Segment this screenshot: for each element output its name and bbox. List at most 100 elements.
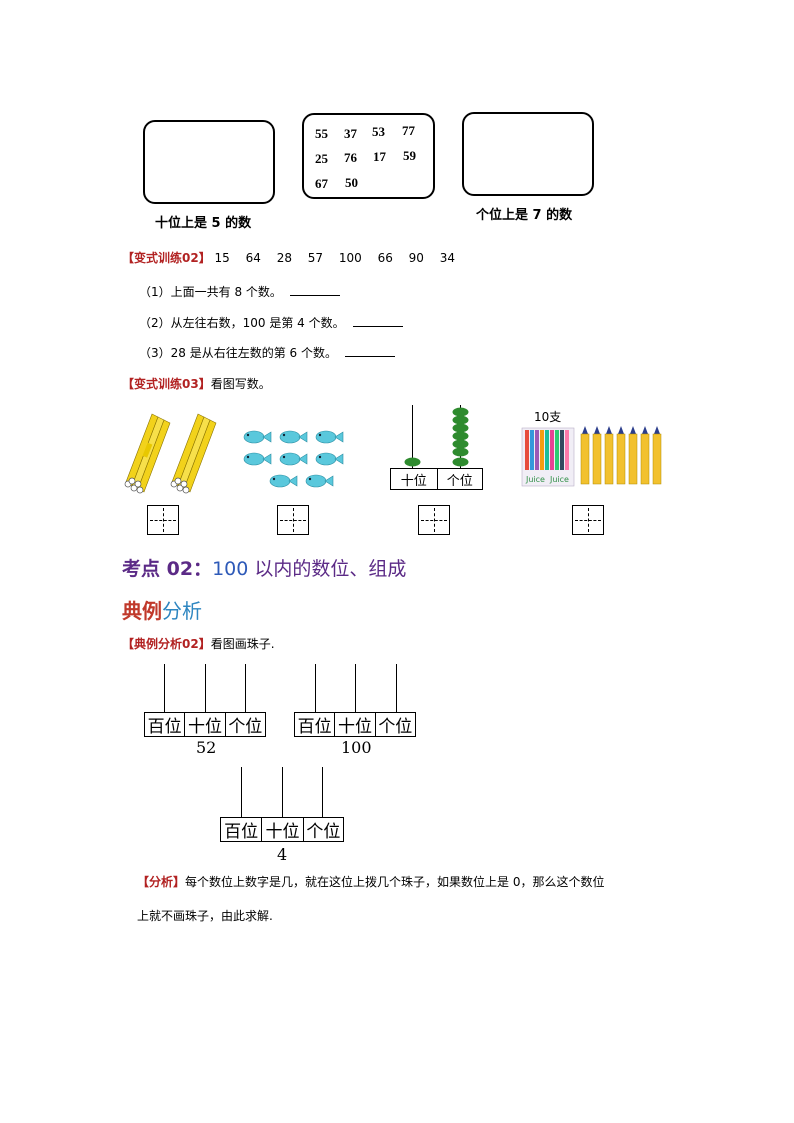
hundreds-label: 百位 xyxy=(221,818,263,842)
place-value-box: 百位 十位 个位 xyxy=(294,712,416,737)
example-heading-part1: 典例 xyxy=(122,599,162,623)
bead xyxy=(452,407,469,417)
answer-blank[interactable] xyxy=(344,346,395,357)
tens-label: 十位 xyxy=(185,713,226,737)
example-heading: 典例分析 xyxy=(122,595,202,624)
exercise02-q3: （3）28 是从右往左数的第 6 个数。 xyxy=(139,344,395,361)
tens-label: 十位 xyxy=(262,818,304,842)
place-value-box: 百位 十位 个位 xyxy=(144,712,266,737)
exercise03-label: 【变式训练03】 xyxy=(122,377,211,391)
answer-box[interactable] xyxy=(418,505,450,535)
abacus-value: 52 xyxy=(196,738,217,757)
pool-number: 50 xyxy=(345,175,358,190)
exercise02-line: 【变式训练02】 15 64 28 57 100 66 90 34 xyxy=(122,249,455,266)
exercise02-q2: （2）从左往右数，100 是第 4 个数。 xyxy=(139,314,403,331)
example02-prompt: 看图画珠子. xyxy=(210,637,275,651)
fish-icon xyxy=(279,430,308,444)
ones-seven-box xyxy=(462,112,594,196)
answer-box[interactable] xyxy=(147,505,179,535)
pool-number: 55 xyxy=(315,126,328,141)
abacus-rod xyxy=(396,664,397,712)
ones-label: 个位 xyxy=(228,717,263,737)
hundreds-label: 百位 xyxy=(145,713,186,737)
q3-text: （3）28 是从右往左数的第 6 个数。 xyxy=(139,346,337,360)
bead xyxy=(452,457,469,467)
section-title-number: 100 xyxy=(212,558,249,580)
analysis-line2: 上就不画珠子，由此求解. xyxy=(137,907,273,924)
bead xyxy=(452,431,469,441)
answer-box[interactable] xyxy=(277,505,309,535)
left-caption: 十位上是 5 的数 xyxy=(155,216,252,231)
abacus-rod xyxy=(412,405,413,468)
q2-text: （2）从左往右数，100 是第 4 个数。 xyxy=(139,316,345,330)
stick-bundles-picture xyxy=(124,413,217,494)
exercise03-line: 【变式训练03】看图写数。 xyxy=(122,375,271,392)
example-heading-part2: 分析 xyxy=(162,599,202,623)
section-title-rest: 以内的数位、组成 xyxy=(248,558,407,580)
number-pool-box xyxy=(302,113,435,199)
exercise02-q1: （1）上面一共有 8 个数。 xyxy=(139,283,340,300)
abacus-rod xyxy=(205,664,206,712)
stick-bundle xyxy=(124,413,171,494)
right-caption: 个位上是 7 的数 xyxy=(476,208,573,223)
abacus-rod xyxy=(164,664,165,712)
fish-icon xyxy=(305,474,334,488)
fish-icon xyxy=(243,452,272,466)
pencil-group: Juice Juice xyxy=(521,426,662,487)
exercise03-prompt: 看图写数。 xyxy=(210,377,271,391)
pool-number: 59 xyxy=(403,148,416,163)
abacus-rod xyxy=(355,664,356,712)
ones-label: 个位 xyxy=(306,822,341,842)
fish-icon xyxy=(315,430,344,444)
fish-icon xyxy=(243,430,272,444)
ones-label: 个位 xyxy=(446,473,473,489)
answer-blank[interactable] xyxy=(352,316,403,327)
abacus-value: 4 xyxy=(277,845,288,864)
abacus-rod xyxy=(322,767,323,817)
exercise02-numbers: 15 64 28 57 100 66 90 34 xyxy=(214,251,456,265)
example02-line: 【典例分析02】看图画珠子. xyxy=(122,635,275,652)
ones-label: 个位 xyxy=(378,717,413,737)
bead xyxy=(452,439,469,449)
tens-label: 十位 xyxy=(335,713,376,737)
section-title-prefix: 考点 02： xyxy=(122,558,213,580)
example02-label: 【典例分析02】 xyxy=(122,637,211,651)
fish-picture xyxy=(243,430,344,488)
bead xyxy=(452,447,469,457)
abacus-rod xyxy=(282,767,283,817)
exercise02-label: 【变式训练02】 xyxy=(122,251,211,265)
bead xyxy=(452,415,469,425)
pool-number: 53 xyxy=(372,124,385,139)
q1-text: （1）上面一共有 8 个数。 xyxy=(139,285,282,299)
abacus-rod xyxy=(315,664,316,712)
pencil-icons xyxy=(580,426,662,485)
pool-number: 37 xyxy=(344,126,357,141)
pool-number: 67 xyxy=(315,176,328,191)
tens-label: 十位 xyxy=(391,469,438,489)
pool-number: 76 xyxy=(344,150,357,165)
fish-icon xyxy=(269,474,298,488)
abacus-rod xyxy=(241,767,242,817)
pool-number: 77 xyxy=(402,123,415,138)
analysis-text-1: 每个数位上数字是几，就在这位上拨几个珠子，如果数位上是 0，那么这个数位 xyxy=(185,875,605,889)
hundreds-label: 百位 xyxy=(295,713,336,737)
tens-five-box xyxy=(143,120,275,204)
abacus-label-box: 十位 个位 xyxy=(390,468,483,490)
analysis-label: 【分析】 xyxy=(137,875,186,889)
answer-blank[interactable] xyxy=(289,285,340,296)
bead xyxy=(404,457,421,467)
juice-text: Juice xyxy=(549,475,569,484)
abacus-value: 100 xyxy=(341,738,372,757)
fish-icon xyxy=(315,452,344,466)
abacus-rod xyxy=(245,664,246,712)
juice-text: Juice xyxy=(525,475,545,484)
pool-number: 25 xyxy=(315,151,328,166)
stick-bundle xyxy=(170,413,217,494)
fish-icon xyxy=(279,452,308,466)
answer-box[interactable] xyxy=(572,505,604,535)
bead xyxy=(452,423,469,433)
analysis-line1: 【分析】每个数位上数字是几，就在这位上拨几个珠子，如果数位上是 0，那么这个数位 xyxy=(137,873,604,890)
place-value-box: 百位 十位 个位 xyxy=(220,817,344,842)
pool-number: 17 xyxy=(373,149,386,164)
analysis-text-2: 上就不画珠子，由此求解. xyxy=(137,909,273,923)
